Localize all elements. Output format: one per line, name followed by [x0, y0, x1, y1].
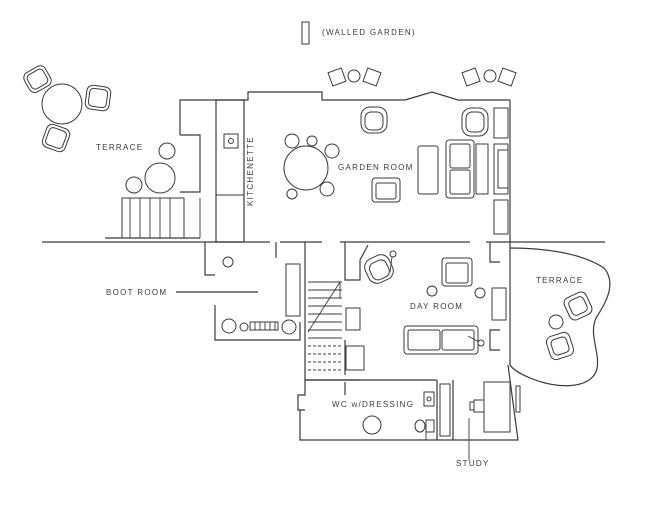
label-study: STUDY	[456, 459, 490, 468]
garden-chairs-top	[327, 67, 517, 87]
boot-room-fittings	[221, 256, 301, 335]
label-walled-garden: (WALLED GARDEN)	[322, 28, 416, 37]
garden-room-dining-table	[283, 133, 340, 200]
label-day-room: DAY ROOM	[410, 302, 463, 311]
walled-garden-marker	[301, 21, 310, 45]
label-terrace-right: TERRACE	[536, 276, 583, 285]
label-kitchenette: KITCHENETTE	[246, 136, 255, 206]
terrace-steps	[121, 197, 185, 239]
terrace-right-chairs	[545, 291, 593, 361]
study-furniture	[439, 381, 521, 437]
staircase	[307, 281, 342, 371]
wc-fixtures	[362, 391, 435, 435]
label-wc-dressing: WC w/DRESSING	[332, 400, 414, 409]
label-garden-room: GARDEN ROOM	[338, 163, 414, 172]
terrace-outline	[509, 247, 611, 387]
label-boot-room: BOOT ROOM	[106, 288, 167, 297]
terrace-table-set-left	[23, 65, 112, 153]
terrace-plants-left	[125, 142, 176, 194]
room-labels: (WALLED GARDEN) TERRACE KITCHENETTE GARD…	[96, 28, 583, 468]
label-terrace-left: TERRACE	[96, 143, 143, 152]
day-room-furniture	[345, 250, 507, 371]
garden-room-sofa-set	[417, 107, 509, 235]
kitchenette-sink	[223, 133, 239, 149]
garden-room-armchair-top	[360, 106, 388, 134]
garden-room-armchair-mid	[371, 177, 401, 203]
